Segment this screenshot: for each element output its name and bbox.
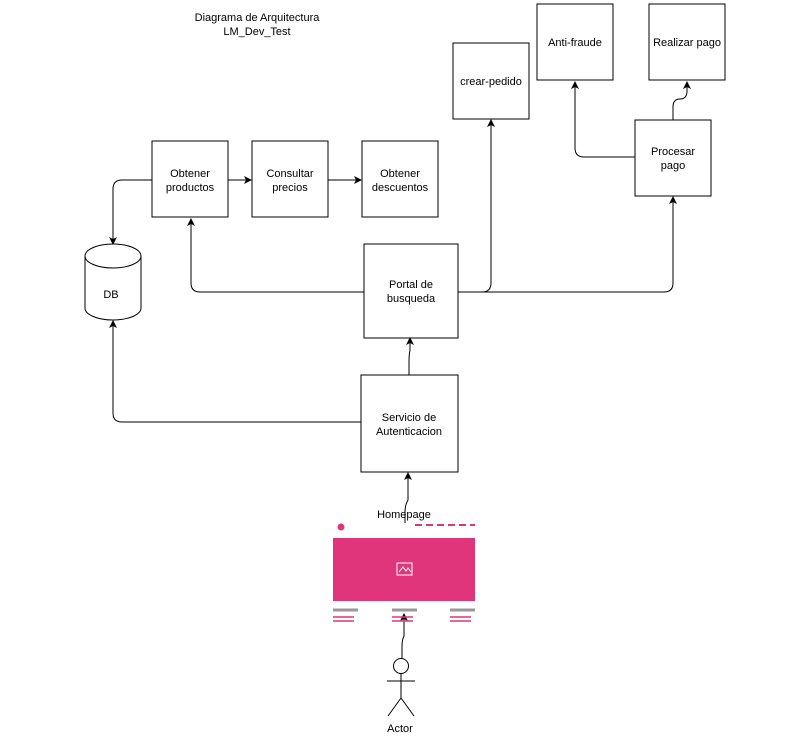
node-servicio-autenticacion[interactable]: Servicio de Autenticacion	[360, 374, 459, 473]
node-consultar-precios[interactable]: Consultar precios	[251, 140, 329, 218]
node-obtener-productos[interactable]: Obtener productos	[151, 140, 229, 218]
node-label-line2: productos	[166, 182, 215, 194]
edge-actor-homepage	[400, 613, 408, 658]
node-label-line2: precios	[272, 182, 308, 194]
stick-figure-icon	[387, 658, 415, 717]
node-label: Realizar pago	[653, 37, 721, 49]
node-realizar-pago[interactable]: Realizar pago	[648, 3, 726, 81]
edge-portal-procesar-pago	[482, 196, 677, 293]
node-label-line1: Procesar	[651, 146, 695, 158]
node-label-line2: pago	[661, 160, 685, 172]
node-obtener-descuentos[interactable]: Obtener descuentos	[361, 140, 439, 218]
edge-auth-db	[109, 320, 361, 423]
edge-procesar-antifraude	[571, 81, 635, 158]
node-label: Anti-fraude	[548, 37, 602, 49]
node-anti-fraude[interactable]: Anti-fraude	[536, 3, 614, 81]
edge-portal-crear-pedido	[458, 119, 495, 293]
node-label: DB	[103, 289, 118, 301]
actor-label: Actor	[387, 723, 413, 735]
node-label-line1: Obtener	[170, 168, 210, 180]
node-label-line2: descuentos	[372, 182, 429, 194]
node-db[interactable]: DB	[84, 243, 142, 321]
homepage-dot	[337, 523, 345, 531]
node-label-line1: Consultar	[266, 168, 313, 180]
edge-auth-portal	[406, 337, 414, 375]
edge-procesar-realizar-pago	[672, 81, 691, 120]
homepage-label: Homepage	[377, 509, 431, 521]
node-label-line1: Portal de	[389, 279, 433, 291]
homepage-footer-columns	[333, 608, 475, 622]
node-homepage[interactable]: Homepage	[333, 509, 475, 622]
diagram-title-line2: LM_Dev_Test	[223, 26, 290, 38]
edge-portal-productos	[187, 218, 364, 293]
node-actor[interactable]: Actor	[387, 658, 415, 736]
node-label-line2: Autenticacion	[376, 426, 442, 438]
node-crear-pedido[interactable]: crear-pedido	[452, 42, 530, 120]
diagram-title-line1: Diagrama de Arquitectura	[195, 12, 321, 24]
edges	[109, 81, 691, 658]
edge-homepage-auth	[404, 472, 412, 523]
node-portal-busqueda[interactable]: Portal de busqueda	[363, 243, 459, 339]
node-label-line1: Servicio de	[382, 412, 436, 424]
node-procesar-pago[interactable]: Procesar pago	[634, 119, 712, 197]
node-label: crear-pedido	[460, 76, 522, 88]
node-label-line2: busqueda	[387, 293, 436, 305]
node-label-line1: Obtener	[380, 168, 420, 180]
image-icon	[396, 562, 413, 576]
edge-productos-db	[109, 179, 152, 245]
homepage-banner	[333, 538, 475, 601]
